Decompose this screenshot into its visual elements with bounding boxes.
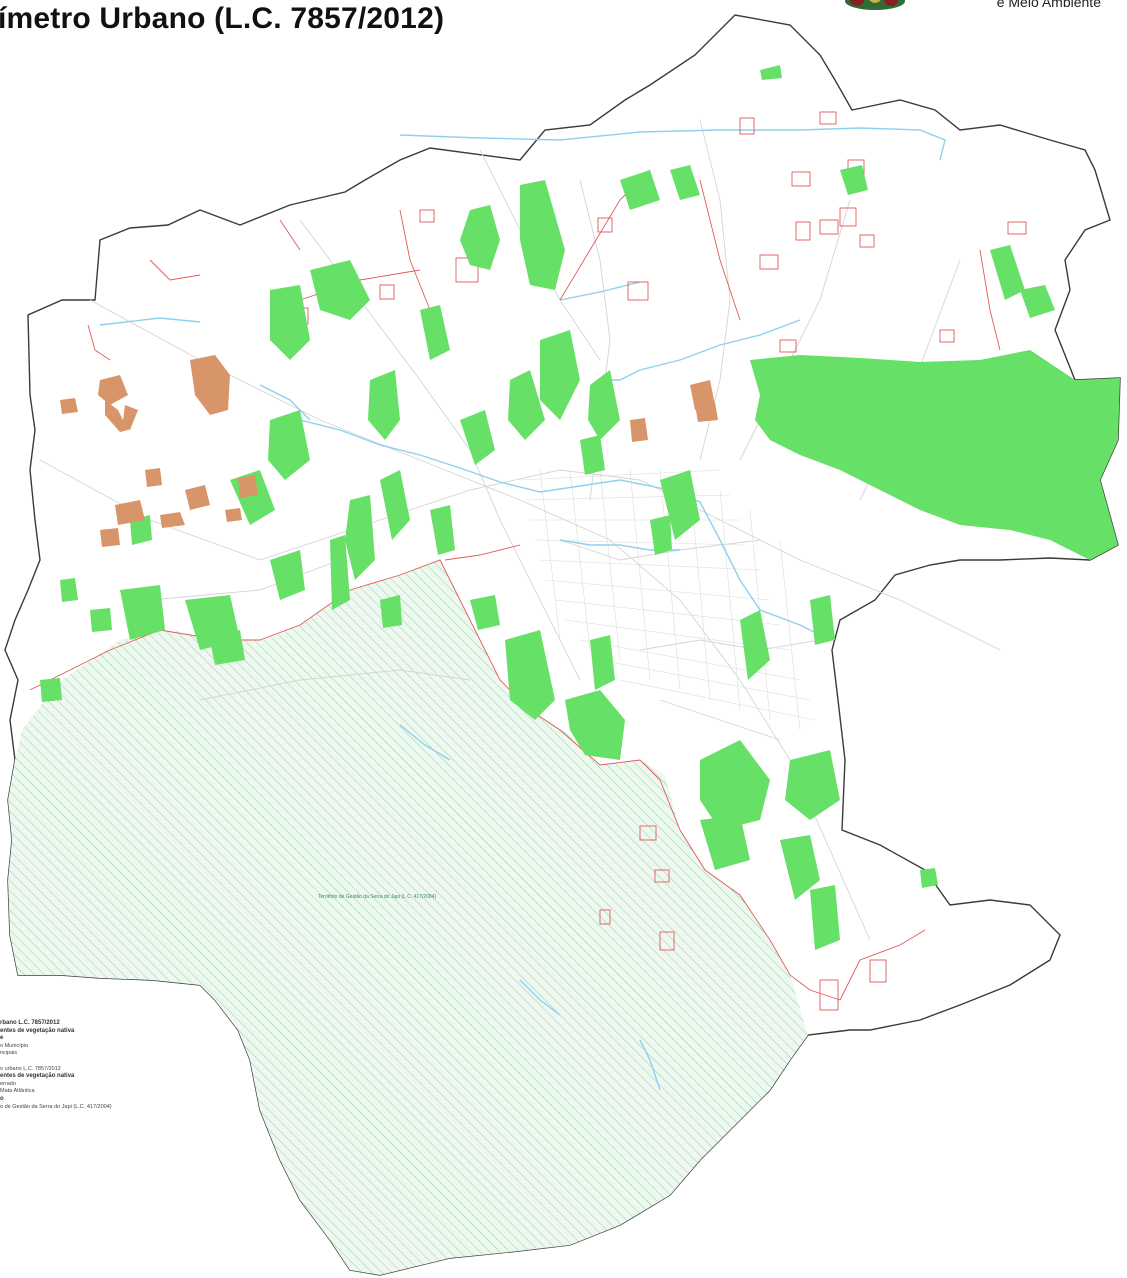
serra-do-japi-area [8, 560, 808, 1275]
logo-text: e Meio Ambiente [996, 0, 1101, 10]
legend-line: o Município [0, 1042, 29, 1049]
rivers [99, 127, 946, 1091]
legend-line: o de Gestão da Serra do Japi (L.C. 417/2… [0, 1103, 112, 1110]
legend-line [0, 1058, 200, 1066]
legend-line: rbano L.C. 7857/2012 [0, 1020, 60, 1026]
map-title: ímetro Urbano (L.C. 7857/2012) [0, 2, 445, 35]
legend-line: o [0, 1095, 4, 1102]
legend-line: Mata Atlântica [0, 1088, 35, 1095]
legend-line: entes de vegetação nativa [0, 1073, 75, 1080]
legend-line: entes de vegetação nativa [0, 1027, 75, 1034]
legend-line: o urbano L.C. 7857/2012 [0, 1065, 61, 1072]
serra-do-japi-label: Território de Gestão da Serra do Japi (L… [318, 894, 437, 900]
municipal-emblem-icon [845, 0, 905, 10]
cerrado-vegetation [60, 355, 718, 547]
map-legend: rbano L.C. 7857/2012 entes de vegetação … [0, 1020, 200, 1111]
legend-line: errado [0, 1080, 16, 1087]
mata-atlantica-vegetation [40, 65, 1120, 950]
legend-line: e [0, 1035, 4, 1042]
legend-line: ncipais [0, 1050, 18, 1057]
